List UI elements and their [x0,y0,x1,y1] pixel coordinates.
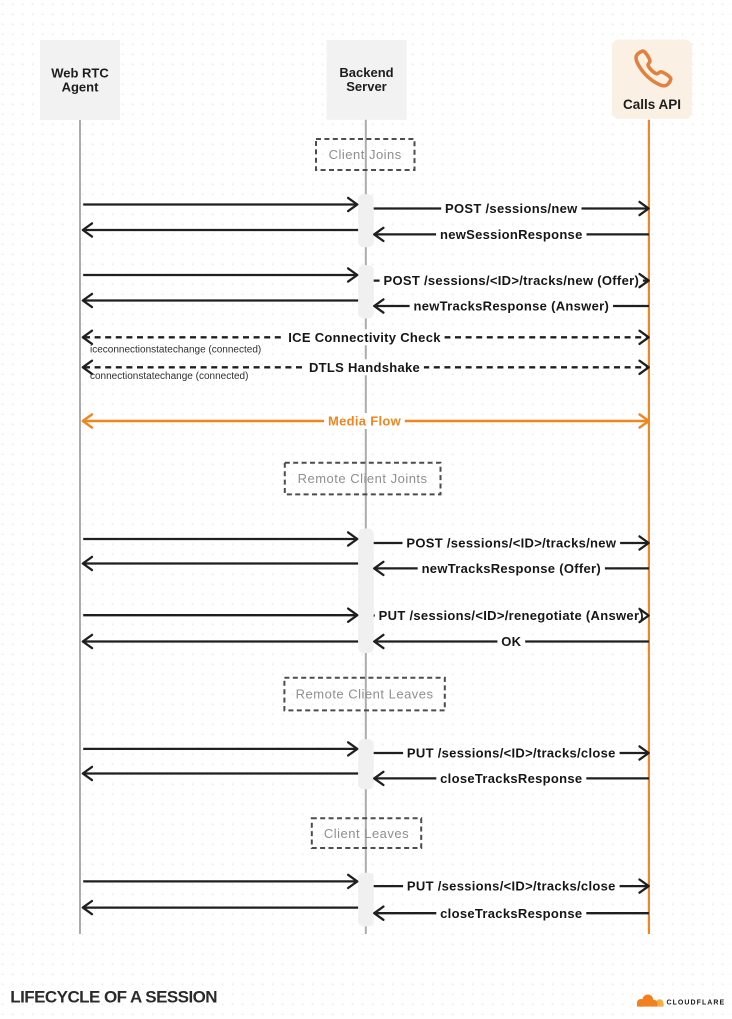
svg-text:PUT /sessions/<ID>/renegotiate: PUT /sessions/<ID>/renegotiate (Answer) [379,608,644,623]
svg-text:Client Leaves: Client Leaves [324,826,409,841]
svg-text:POST /sessions/<ID>/tracks/new: POST /sessions/<ID>/tracks/new [406,536,616,551]
svg-text:PUT /sessions/<ID>/tracks/clos: PUT /sessions/<ID>/tracks/close [407,879,616,894]
svg-text:Web RTC: Web RTC [51,66,109,81]
svg-text:Client Joins: Client Joins [329,147,402,162]
svg-text:POST /sessions/new: POST /sessions/new [445,201,578,216]
svg-text:iceconnectionstatechange (conn: iceconnectionstatechange (connected) [90,344,261,355]
svg-text:ICE Connectivity Check: ICE Connectivity Check [288,330,441,345]
svg-text:DTLS Handshake: DTLS Handshake [309,360,420,375]
svg-text:Calls API: Calls API [623,97,681,112]
svg-text:Backend: Backend [339,65,393,80]
svg-text:newSessionResponse: newSessionResponse [440,227,583,242]
svg-text:Remote Client Leaves: Remote Client Leaves [296,687,434,702]
svg-text:CLOUDFLARE: CLOUDFLARE [667,999,726,1006]
svg-text:closeTracksResponse: closeTracksResponse [440,906,582,921]
svg-text:newTracksResponse (Offer): newTracksResponse (Offer) [422,561,601,576]
svg-text:Media Flow: Media Flow [328,414,402,429]
svg-text:Remote Client Joints: Remote Client Joints [298,471,428,486]
svg-text:POST /sessions/<ID>/tracks/new: POST /sessions/<ID>/tracks/new (Offer) [383,273,639,288]
svg-text:connectionstatechange (connect: connectionstatechange (connected) [90,371,248,382]
svg-text:Server: Server [346,79,386,94]
svg-text:PUT /sessions/<ID>/tracks/clos: PUT /sessions/<ID>/tracks/close [407,746,616,761]
svg-text:closeTracksResponse: closeTracksResponse [440,771,582,786]
svg-text:newTracksResponse (Answer): newTracksResponse (Answer) [413,299,609,314]
svg-text:Agent: Agent [62,80,100,95]
svg-text:OK: OK [501,634,521,649]
svg-text:LIFECYCLE OF A SESSION: LIFECYCLE OF A SESSION [10,988,217,1007]
